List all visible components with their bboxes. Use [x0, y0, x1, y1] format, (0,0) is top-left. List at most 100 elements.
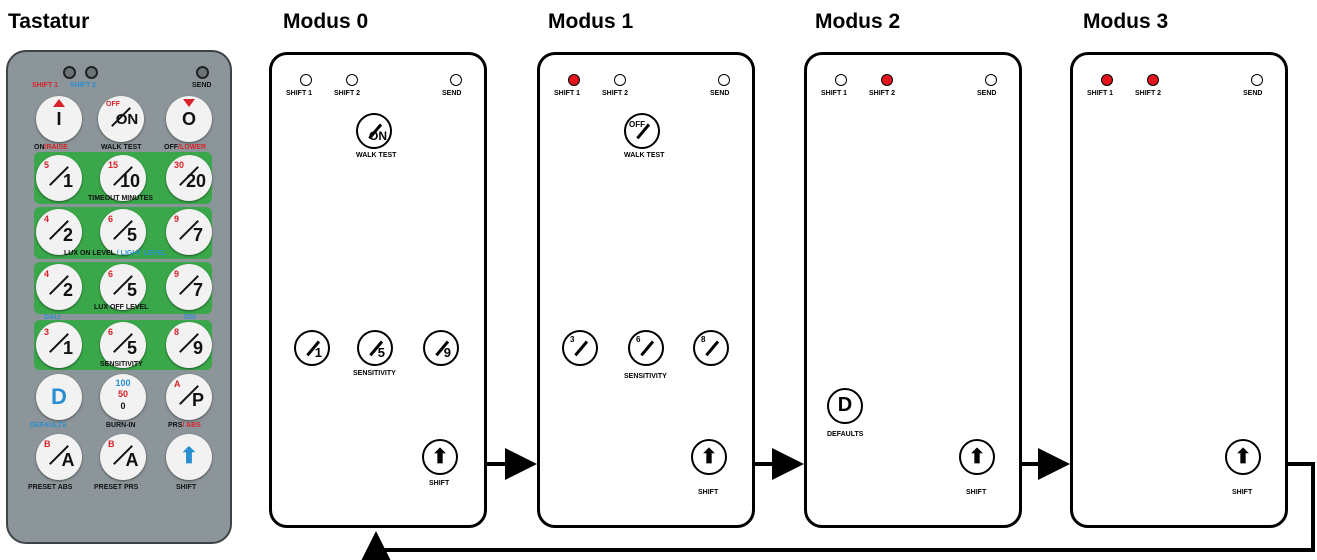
led-shift1 — [300, 74, 312, 86]
caption-sensitivity: SENSITIVITY — [100, 361, 143, 368]
remote-led-shift2 — [85, 66, 98, 79]
button-sensitivity-6[interactable]: 6 — [628, 330, 664, 366]
caption-sensitivity: SENSITIVITY — [353, 370, 396, 377]
label-send: SEND — [1243, 90, 1263, 97]
button-walk-test[interactable]: ON — [356, 113, 392, 149]
caption-prs-abs: PRS/ ABS — [168, 422, 201, 429]
panel-mode-1: SHIFT 1 SHIFT 2 SEND OFF WALK TEST 3 6 8… — [537, 52, 755, 528]
shift-arrow-icon: ⬆ — [968, 446, 986, 468]
button-shift[interactable]: ⬆ — [422, 439, 458, 475]
led-shift2 — [346, 74, 358, 86]
remote-button-defaults[interactable]: D — [36, 374, 82, 420]
caption-on-raise: ON/RAISE — [34, 144, 68, 151]
caption-preset-prs: PRESET PRS — [94, 484, 139, 491]
remote-control: SHIFT 1 SHIFT 2 SEND I OFF ON O ON/RAISE… — [6, 50, 232, 544]
shift-arrow-icon: ⬆ — [431, 446, 449, 468]
remote-led-shift1 — [63, 66, 76, 79]
label-shift1: SHIFT 1 — [1087, 90, 1114, 97]
caption-dsi: DSI — [184, 314, 196, 321]
label-shift2: SHIFT 2 — [602, 90, 629, 97]
caption-walk-test: WALK TEST — [356, 152, 397, 159]
led-shift2 — [881, 74, 893, 86]
label-shift1: SHIFT 1 — [554, 90, 581, 97]
remote-led-send — [196, 66, 209, 79]
panel-mode-0: SHIFT 1 SHIFT 2 SEND ON WALK TEST 1 5 9 … — [269, 52, 487, 528]
caption-shift: SHIFT — [1232, 489, 1253, 496]
led-shift1 — [835, 74, 847, 86]
button-sensitivity-9[interactable]: 9 — [423, 330, 459, 366]
remote-button-off-lower[interactable]: O — [166, 96, 212, 142]
led-shift2 — [1147, 74, 1159, 86]
label-send: SEND — [442, 90, 462, 97]
caption-defaults: DEFAULTS — [30, 422, 67, 429]
label-shift1: SHIFT 1 — [821, 90, 848, 97]
button-sensitivity-8[interactable]: 8 — [693, 330, 729, 366]
button-shift[interactable]: ⬆ — [1225, 439, 1261, 475]
shift-arrow-icon: ⬆ — [1234, 446, 1252, 468]
caption-shift: SHIFT — [966, 489, 987, 496]
heading-mode-0: Modus 0 — [283, 10, 369, 33]
caption-dali: DALI — [44, 314, 61, 321]
led-send — [1251, 74, 1263, 86]
caption-shift: SHIFT — [176, 484, 197, 491]
remote-button-shift[interactable]: ⬆ — [166, 434, 212, 480]
caption-sensitivity: SENSITIVITY — [624, 373, 667, 380]
caption-defaults: DEFAULTS — [827, 431, 864, 438]
remote-label-shift2: SHIFT 2 — [70, 82, 97, 89]
label-shift2: SHIFT 2 — [869, 90, 896, 97]
caption-lux-on: LUX ON LEVEL / LIGHT LEVEL — [64, 250, 167, 257]
heading-mode-1: Modus 1 — [548, 10, 634, 33]
remote-button-walk-test[interactable]: OFF ON — [98, 96, 144, 142]
shift-arrow-icon: ⬆ — [700, 446, 718, 468]
caption-timeout: TIMEOUT MINUTES — [88, 195, 153, 202]
heading-mode-3: Modus 3 — [1083, 10, 1169, 33]
caption-shift: SHIFT — [429, 480, 450, 487]
button-sensitivity-1[interactable]: 1 — [294, 330, 330, 366]
led-send — [718, 74, 730, 86]
button-defaults[interactable]: D — [827, 388, 863, 424]
caption-burn-in: BURN-IN — [106, 422, 136, 429]
caption-preset-abs: PRESET ABS — [28, 484, 73, 491]
panel-mode-2: SHIFT 1 SHIFT 2 SEND D DEFAULTS ⬆ SHIFT — [804, 52, 1022, 528]
button-sensitivity-3[interactable]: 3 — [562, 330, 598, 366]
remote-label-send: SEND — [192, 82, 212, 89]
button-walk-test[interactable]: OFF — [624, 113, 660, 149]
shift-arrow-icon: ⬆ — [179, 443, 199, 468]
caption-shift: SHIFT — [698, 489, 719, 496]
label-shift1: SHIFT 1 — [286, 90, 313, 97]
caption-walk-test: WALK TEST — [101, 144, 142, 151]
heading-mode-2: Modus 2 — [815, 10, 901, 33]
caption-walk-test: WALK TEST — [624, 152, 665, 159]
label-shift2: SHIFT 2 — [1135, 90, 1162, 97]
panel-mode-3: SHIFT 1 SHIFT 2 SEND ⬆ SHIFT — [1070, 52, 1288, 528]
led-shift1 — [568, 74, 580, 86]
remote-label-shift1: SHIFT 1 — [32, 82, 59, 89]
button-shift[interactable]: ⬆ — [691, 439, 727, 475]
led-shift2 — [614, 74, 626, 86]
label-shift2: SHIFT 2 — [334, 90, 361, 97]
led-send — [450, 74, 462, 86]
remote-button-burn-in[interactable]: 100 50 0 — [100, 374, 146, 420]
label-send: SEND — [710, 90, 730, 97]
caption-off-lower: OFF/LOWER — [164, 144, 206, 151]
remote-button-on-raise[interactable]: I — [36, 96, 82, 142]
label-send: SEND — [977, 90, 997, 97]
button-sensitivity-5[interactable]: 5 — [357, 330, 393, 366]
heading-keyboard: Tastatur — [8, 10, 90, 33]
button-shift[interactable]: ⬆ — [959, 439, 995, 475]
